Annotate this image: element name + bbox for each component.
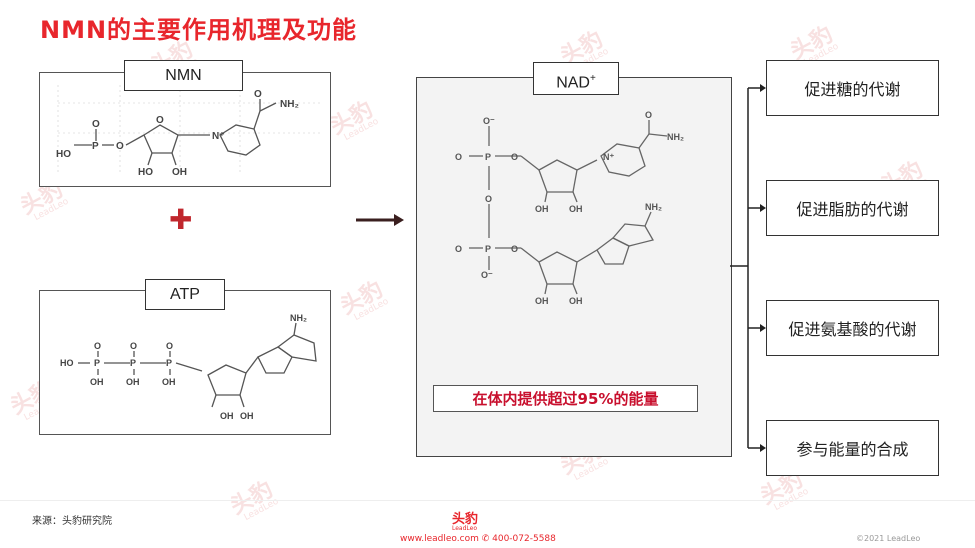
oh-label: OH bbox=[535, 296, 549, 306]
nad-structure: O⁻ O P O O OH OH N⁺ NH₂ O O P O O⁻ OH OH… bbox=[455, 110, 684, 306]
nh2-label: NH₂ bbox=[645, 202, 662, 212]
o-label: O bbox=[645, 110, 652, 120]
p-label: P bbox=[94, 358, 100, 368]
ho-label: HO bbox=[60, 358, 74, 368]
oh-label: HO bbox=[138, 167, 153, 178]
nh2-label: NH₂ bbox=[667, 132, 684, 142]
p-label: P bbox=[130, 358, 136, 368]
nh2-label: NH₂ bbox=[290, 313, 307, 323]
source-note: 来源：头豹研究院 bbox=[32, 516, 112, 527]
oh-label: OH bbox=[162, 377, 176, 387]
p-label: P bbox=[485, 152, 491, 162]
o-label: O bbox=[116, 141, 124, 152]
oh-label: OH bbox=[240, 411, 254, 421]
oh-label: OH bbox=[172, 167, 187, 178]
nad-label-text: NAD bbox=[556, 74, 590, 92]
o-label: O bbox=[485, 194, 492, 204]
n-plus-label: N⁺ bbox=[603, 152, 614, 162]
footer-divider bbox=[0, 500, 975, 501]
o-label: O bbox=[455, 152, 462, 162]
atp-label: ATP bbox=[145, 279, 225, 310]
p-label: P bbox=[166, 358, 172, 368]
nmn-panel: HO P O O O HO OH N⁺ NH₂ O bbox=[39, 72, 331, 187]
logo-text: 头豹 bbox=[452, 512, 479, 527]
nmn-structure: HO P O O O HO OH N⁺ NH₂ O bbox=[56, 85, 320, 178]
function-amino-acid-metabolism: 促进氨基酸的代谢 bbox=[766, 300, 939, 356]
nmn-label: NMN bbox=[124, 60, 243, 91]
o-label: O bbox=[254, 89, 262, 100]
o-label: O bbox=[511, 244, 518, 254]
oh-label: OH bbox=[569, 296, 583, 306]
contact-link[interactable]: www.leadleo.com ✆ 400-072-5588 bbox=[400, 534, 556, 544]
oh-label: OH bbox=[126, 377, 140, 387]
o-minus-label: O⁻ bbox=[481, 270, 493, 280]
energy-note: 在体内提供超过95%的能量 bbox=[433, 385, 698, 412]
function-sugar-metabolism: 促进糖的代谢 bbox=[766, 60, 939, 116]
ho-label: HO bbox=[56, 149, 71, 160]
o-label: O bbox=[455, 244, 462, 254]
oh-label: OH bbox=[220, 411, 234, 421]
o-label: O bbox=[94, 341, 101, 351]
o-label: O bbox=[92, 119, 100, 130]
p-label: P bbox=[485, 244, 491, 254]
n-plus-label: N⁺ bbox=[212, 131, 225, 142]
p-label: P bbox=[92, 141, 99, 152]
leadleo-logo: 头豹 LeadLeo bbox=[452, 508, 478, 532]
o-minus-label: O⁻ bbox=[483, 116, 495, 126]
nad-label: NAD+ bbox=[533, 62, 619, 95]
atp-structure: HO P O OH P O OH P O OH OH OH NH₂ bbox=[60, 313, 317, 421]
function-fat-metabolism: 促进脂肪的代谢 bbox=[766, 180, 939, 236]
nh2-label: NH₂ bbox=[280, 99, 299, 110]
function-energy-synthesis: 参与能量的合成 bbox=[766, 420, 939, 476]
oh-label: OH bbox=[90, 377, 104, 387]
copyright: ©2021 LeadLeo bbox=[856, 534, 921, 543]
nad-superscript: + bbox=[589, 73, 596, 84]
page-title: NMN的主要作用机理及功能 bbox=[40, 16, 358, 44]
arrow-right-icon bbox=[356, 214, 404, 226]
oh-label: OH bbox=[569, 204, 583, 214]
atp-panel: HO P O OH P O OH P O OH OH OH NH₂ bbox=[39, 290, 331, 435]
o-label: O bbox=[130, 341, 137, 351]
o-label: O bbox=[166, 341, 173, 351]
o-label: O bbox=[156, 115, 164, 126]
logo-sub: LeadLeo bbox=[452, 525, 478, 532]
oh-label: OH bbox=[535, 204, 549, 214]
plus-icon: ✚ bbox=[169, 203, 193, 236]
o-label: O bbox=[511, 152, 518, 162]
bracket-connector bbox=[730, 84, 766, 452]
